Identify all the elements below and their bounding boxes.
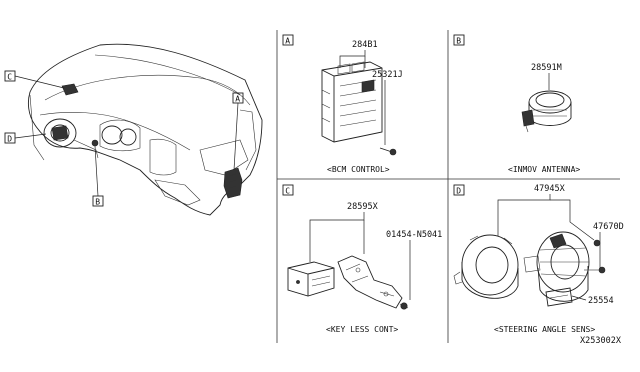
callout-letter: D [7,135,12,144]
part-number-47945X: 47945X [534,184,566,194]
part-number-25321J: 25321J [372,70,403,80]
drawing-number: X253002X [580,336,622,346]
callout-letter: B [95,198,100,207]
part-number-25554: 25554 [588,296,614,306]
panel-caption: <KEY LESS CONT> [326,325,398,334]
dashboard-overview [27,43,263,216]
part-number-28595X: 28595X [347,202,379,212]
panel-B-inmov-antenna: B 28591M <INMOV ANTENNA> [453,34,580,174]
callout-letter: C [7,73,12,82]
panel-C-key-less-cont: C 28595X 01454-N5041 <KEY LESS CONT> [282,184,442,334]
part-number-47670D: 47670D [593,222,624,232]
callout-A: A [232,92,244,171]
part-number-284B1: 284B1 [352,40,378,50]
part-number-28591M: 28591M [531,63,562,73]
panel-caption: <STEERING ANGLE SENS> [494,325,595,334]
panel-key: D [456,187,461,196]
panel-caption: <BCM CONTROL> [327,165,390,174]
panel-key: C [285,187,290,196]
panel-key: A [285,37,290,46]
callout-B: B [92,145,104,207]
callout-D: D [4,132,47,144]
panel-key: B [456,37,461,46]
callout-letter: A [235,95,240,104]
panel-caption: <INMOV ANTENNA> [508,165,580,174]
dashboard-outline [27,43,263,216]
part-number-01454-N5041: 01454-N5041 [386,230,442,240]
panel-D-steering-angle-sens: D 47945X 47670D 25554 <STEERING ANGLE SE… [453,184,624,334]
callout-C: C [4,70,65,89]
panel-grid [276,30,620,343]
panel-A-bcm-control: A 284B1 25321J <BCM CONTROL> [282,34,403,174]
